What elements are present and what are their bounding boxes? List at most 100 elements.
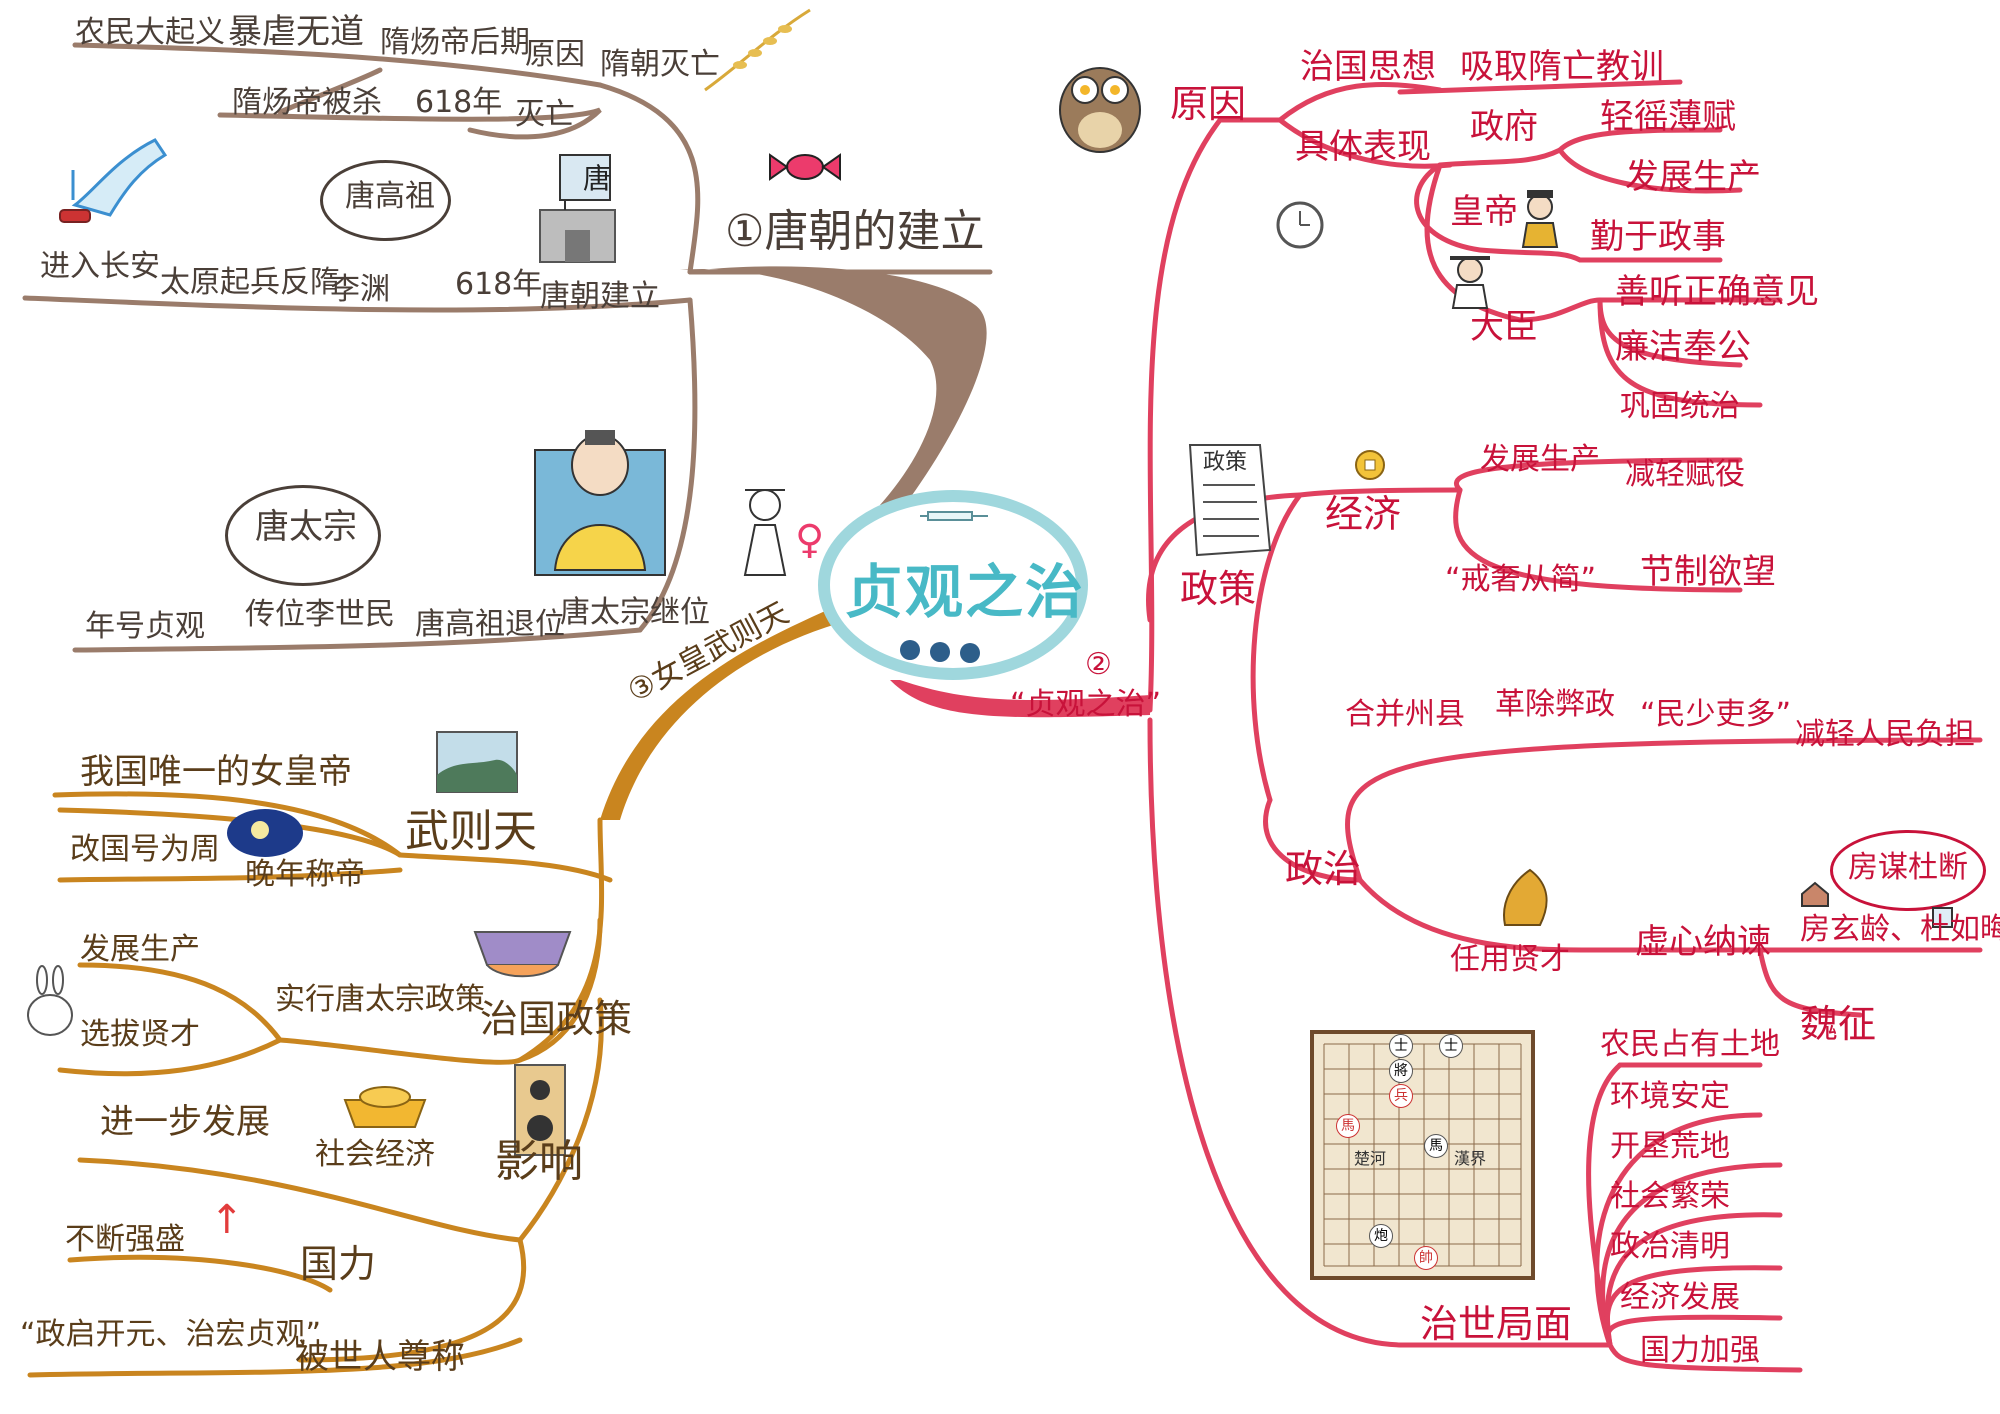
cause-emperor: 皇帝 (1450, 192, 1518, 232)
chessboard: 楚河 漢界 士 士 將 兵 馬 馬 炮 帥 (1310, 1030, 1535, 1280)
branch3-econ: 社会经济 (315, 1137, 435, 1172)
red-cause-line (1397, 79, 1683, 95)
branch1-row3-text: 唐朝建立 (540, 279, 660, 314)
candy-icon (769, 153, 841, 181)
moon-night-icon (227, 809, 303, 857)
branch3-gov-item: 发展生产 (80, 932, 200, 967)
up-arrow-icon: ↑ (210, 1197, 244, 1243)
branch1-row1-text: 原因 (525, 37, 585, 72)
house-icon (1801, 881, 1829, 907)
result-item: 经济发展 (1620, 1280, 1740, 1315)
policy-label: 政策 (1180, 567, 1257, 611)
landscape-icon (436, 731, 518, 793)
listen-label: 虚心纳谏 (1635, 922, 1771, 962)
brown-row4-line (72, 627, 643, 653)
cause-minister-item: 廉洁奉公 (1615, 327, 1751, 367)
cause-gov: 政府 (1470, 107, 1538, 147)
document-title: 政策 (1203, 450, 1248, 475)
branch1-row2-text: 618年 (415, 85, 503, 120)
chess-piece: 炮 (1369, 1224, 1393, 1248)
result-item: 农民占有土地 (1600, 1027, 1780, 1062)
pointing-hand-icon (59, 138, 168, 223)
branch3-wu-item: 晚年称帝 (245, 857, 365, 892)
chess-piece: 士 (1389, 1034, 1413, 1058)
cause-gov-item: 发展生产 (1625, 157, 1761, 197)
brown-main-vertical (597, 82, 701, 275)
branch3-gov-item: 选拔贤才 (80, 1017, 200, 1052)
chess-river-left: 楚河 (1354, 1149, 1387, 1168)
chess-piece: 兵 (1389, 1084, 1413, 1108)
chess-piece: 士 (1439, 1034, 1463, 1058)
branch3-power-item: 不断强盛 (65, 1222, 185, 1257)
syringe-icon (920, 511, 988, 521)
politics-label: 政治 (1285, 847, 1362, 891)
branch1-row1-text: 农民大起义 (75, 15, 225, 50)
chess-piece: 馬 (1424, 1134, 1448, 1158)
economy-label: 经济 (1325, 492, 1402, 536)
orange-influence-line (77, 1157, 523, 1243)
branch1-row1-text: 暴虐无道 (228, 12, 364, 52)
branch3-wu: 武则天 (405, 806, 537, 857)
speaker-icon (514, 1064, 566, 1156)
weizheng-label: 魏征 (1800, 1002, 1877, 1046)
chess-river-right: 漢界 (1454, 1149, 1487, 1168)
gold-ingot-icon (343, 1086, 427, 1128)
chess-piece: 帥 (1414, 1246, 1438, 1270)
branch2-title: ② (1085, 647, 1112, 682)
castle-icon (539, 154, 616, 263)
bubble-text: 唐高祖 (345, 179, 435, 214)
branch1-row4-text: 传位李世民 (245, 597, 395, 632)
bowl-icon (473, 931, 572, 978)
politics-item: 减轻人民负担 (1795, 717, 1975, 752)
speech-bubble (225, 485, 381, 586)
chess-piece: 馬 (1336, 1114, 1360, 1138)
branch1-title: ①唐朝的建立 (725, 206, 985, 257)
branch1-row4-text: 唐太宗继位 (560, 595, 710, 630)
branch1-row2-text: 灭亡 (515, 97, 575, 132)
econ-item: “戒奢从简” (1445, 562, 1597, 597)
ministers-label: 房玄龄、杜如晦 (1800, 912, 2000, 947)
econ-item: 发展生产 (1480, 442, 1600, 477)
branch1-row4-text: 年号贞观 (85, 609, 205, 644)
talent-label: 任用贤才 (1450, 942, 1570, 977)
brown-trunk (680, 266, 987, 505)
female-symbol-icon: ♀ (795, 517, 825, 563)
politics-item: 革除弊政 (1495, 687, 1615, 722)
branch1-row3-text: 李渊 (330, 272, 390, 307)
result-item: 社会繁荣 (1610, 1179, 1730, 1214)
cause-ideology: 治国思想 (1300, 47, 1436, 87)
brown-row2-line (217, 107, 602, 140)
branch3-power: 国力 (300, 1242, 377, 1286)
rabbit-icon (27, 965, 73, 1036)
minister-icon (1450, 256, 1490, 309)
watch-icon (1276, 201, 1324, 249)
cause-minister: 大臣 (1470, 307, 1538, 347)
econ-item: 节制欲望 (1640, 552, 1776, 592)
result-item: 国力加强 (1640, 1333, 1760, 1368)
cause-gov-item: 轻徭薄赋 (1600, 97, 1736, 137)
orange-wu-line (52, 791, 403, 858)
cause-ideology-value: 吸取隋亡教训 (1460, 47, 1664, 87)
result-item: 政治清明 (1610, 1229, 1730, 1264)
result-item: 开垦荒地 (1610, 1129, 1730, 1164)
book-icon (1932, 907, 1953, 928)
branch1-row2-text: 隋炀帝被杀 (232, 85, 382, 120)
branch1-row1-text: 隋朝灭亡 (600, 47, 720, 82)
branch3-gov-main: 实行唐太宗政策 (275, 982, 485, 1017)
branch3-wu-item: 改国号为周 (70, 832, 220, 867)
red-trunk (890, 680, 1150, 718)
cause-minister-item: 善听正确意见 (1615, 272, 1819, 312)
cause-label: 原因 (1170, 82, 1247, 126)
branch3-praise-item: “政启开元、治宏贞观” (20, 1317, 322, 1352)
branch1-row1-text: 隋炀帝后期 (380, 25, 530, 60)
cause-minister-item: 巩固统治 (1620, 389, 1740, 424)
emperor-on-throne-icon (534, 430, 666, 576)
owl-icon (1059, 67, 1141, 153)
result-item: 环境安定 (1610, 1079, 1730, 1114)
castle-sign: 唐 (583, 162, 612, 195)
branch3-wu-item: 我国唯一的女皇帝 (80, 752, 352, 792)
wheat-icon (704, 8, 811, 92)
grain-sack-icon (1503, 868, 1548, 926)
branch3-econ-item: 进一步发展 (100, 1102, 270, 1142)
cause-emperor-item: 勤于政事 (1590, 217, 1726, 257)
